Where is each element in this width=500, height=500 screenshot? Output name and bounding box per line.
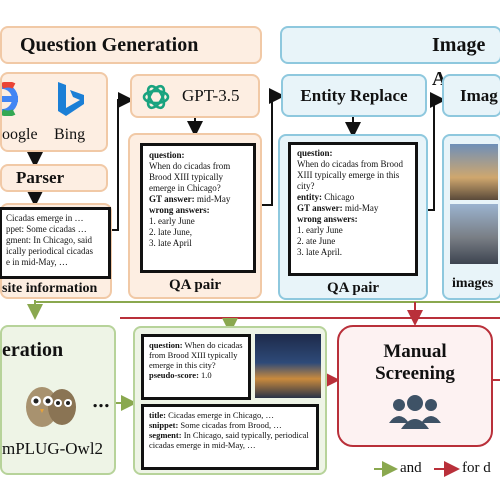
image-retrieval-box: Imag: [442, 74, 500, 117]
qa2-wrong-label: wrong answers:: [297, 214, 358, 224]
legend-and-text: and: [400, 460, 422, 476]
gpt-label: GPT-3.5: [182, 86, 240, 105]
qa1-question-label: question:: [149, 150, 185, 160]
qa-card-1: question: When do cicadas from Brood XII…: [140, 143, 256, 273]
google-logo-icon: [2, 82, 18, 116]
city-image-2: [450, 204, 498, 264]
question-generation-header: Question Generation: [0, 26, 262, 64]
qa2-gt-label: GT answer:: [297, 203, 343, 213]
qa-pair-box-2: question: When do cicadas from Brood XII…: [278, 134, 428, 300]
gen-snippet-value: Some cicadas from Brood, …: [180, 420, 282, 430]
qa1-wrong-1: 1. early June: [149, 216, 195, 226]
parser-line-4: ically periodical cicadas: [6, 246, 93, 256]
generated-context-card: title: Cicadas emerge in Chicago, … snip…: [141, 404, 319, 470]
parser-line-3: gment: In Chicago, said: [6, 235, 92, 245]
parser-box: Parser: [0, 164, 108, 192]
qa2-entity-value: Chicago: [324, 192, 355, 202]
qa2-question-label: question:: [297, 148, 333, 158]
generated-question-card: question: When do cicadas from Brood XII…: [141, 334, 251, 400]
gen-question-text: When do cicadas from Brood XIII typicall…: [149, 340, 243, 370]
qa-pair-box-1: question: When do cicadas from Brood XII…: [128, 133, 262, 299]
gen-snippet-label: snippet:: [149, 420, 179, 430]
gen-title-value: Cicadas emerge in Chicago, …: [168, 410, 274, 420]
images-label: images: [452, 276, 494, 291]
generation-box: eration … mPLUG-Owl2: [0, 325, 116, 475]
images-box: images: [442, 134, 500, 300]
qa-card-2: question: When do cicadas from Brood XII…: [288, 142, 418, 276]
arrow-info-to-gpt: [112, 92, 134, 231]
gen-title-label: title:: [149, 410, 166, 420]
qa-pair-label-2: QA pair: [326, 280, 380, 296]
owl-mascot-icon: [26, 387, 76, 427]
screening-label-line-1: Manual: [383, 341, 447, 362]
screening-label-line-2: Screening: [375, 363, 455, 384]
gen-segment-label: segment:: [149, 430, 182, 440]
bing-label: Bing: [54, 126, 86, 143]
image-area-header: Image A: [280, 26, 500, 90]
qa2-wrong-1: 1. early June: [297, 225, 343, 235]
city-image-1: [450, 144, 498, 200]
qa2-gt-value: mid-May: [344, 203, 379, 213]
generated-cards-box: question: When do cicadas from Brood XII…: [133, 326, 327, 475]
qa2-wrong-2: 2. ate June: [297, 236, 336, 246]
qa-pair-label-1: QA pair: [168, 277, 222, 293]
image-retrieval-label: Imag: [460, 86, 498, 105]
qa1-wrong-label: wrong answers:: [149, 205, 210, 215]
qa1-gt-label: GT answer:: [149, 194, 195, 204]
question-generation-title: Question Generation: [20, 34, 199, 56]
manual-screening-box: Manual Screening: [337, 325, 493, 447]
parser-line-1: Cicadas emerge in …: [6, 213, 84, 223]
qa2-entity-label: entity:: [297, 192, 322, 202]
arrow-qa-to-entity: [262, 88, 285, 206]
qa1-wrong-3: 3. late April: [149, 238, 192, 248]
website-card: Cicadas emerge in … ppet: Some cicadas ……: [0, 207, 111, 279]
gen-question-label: question:: [149, 340, 183, 350]
qa1-question-text: When do cicadas from Brood XIII typicall…: [149, 161, 231, 193]
openai-logo-icon: [142, 84, 170, 110]
search-engine-box: oogle Bing: [0, 72, 108, 152]
gen-segment-value: In Chicago, said typically, periodical c…: [149, 430, 309, 450]
model-label: mPLUG-Owl2: [2, 439, 104, 458]
gen-pseudo-value: 1.0: [201, 370, 212, 380]
entity-replace-label: Entity Replace: [300, 86, 408, 105]
legend-for-text: for d: [462, 460, 491, 476]
parser-line-2: ppet: Some cicadas …: [6, 224, 87, 234]
google-label: oogle: [2, 126, 38, 143]
generated-city-image: [255, 334, 321, 398]
bing-logo-icon: [58, 82, 84, 116]
generation-title: eration: [2, 339, 64, 361]
parser-label: Parser: [16, 168, 65, 187]
website-info-label: site information: [2, 281, 98, 296]
parser-line-5: e in mid-May, …: [6, 257, 68, 267]
arrow-qa2-to-image: [427, 92, 446, 211]
website-information-box: Cicadas emerge in … ppet: Some cicadas ……: [0, 203, 112, 299]
qa2-wrong-3: 3. late April.: [297, 247, 342, 257]
qa2-question-text: When do cicadas from Brood XIII typicall…: [297, 159, 403, 191]
people-group-icon: [389, 395, 441, 429]
gen-pseudo-label: pseudo-score:: [149, 370, 199, 380]
screening-label: Manual Screening: [339, 341, 491, 385]
qa1-gt-value: mid-May: [196, 194, 231, 204]
model-ellipsis: …: [92, 391, 110, 412]
qa1-wrong-2: 2. late June,: [149, 227, 192, 237]
gpt-box: GPT-3.5: [130, 74, 260, 118]
entity-replace-box: Entity Replace: [281, 74, 427, 117]
